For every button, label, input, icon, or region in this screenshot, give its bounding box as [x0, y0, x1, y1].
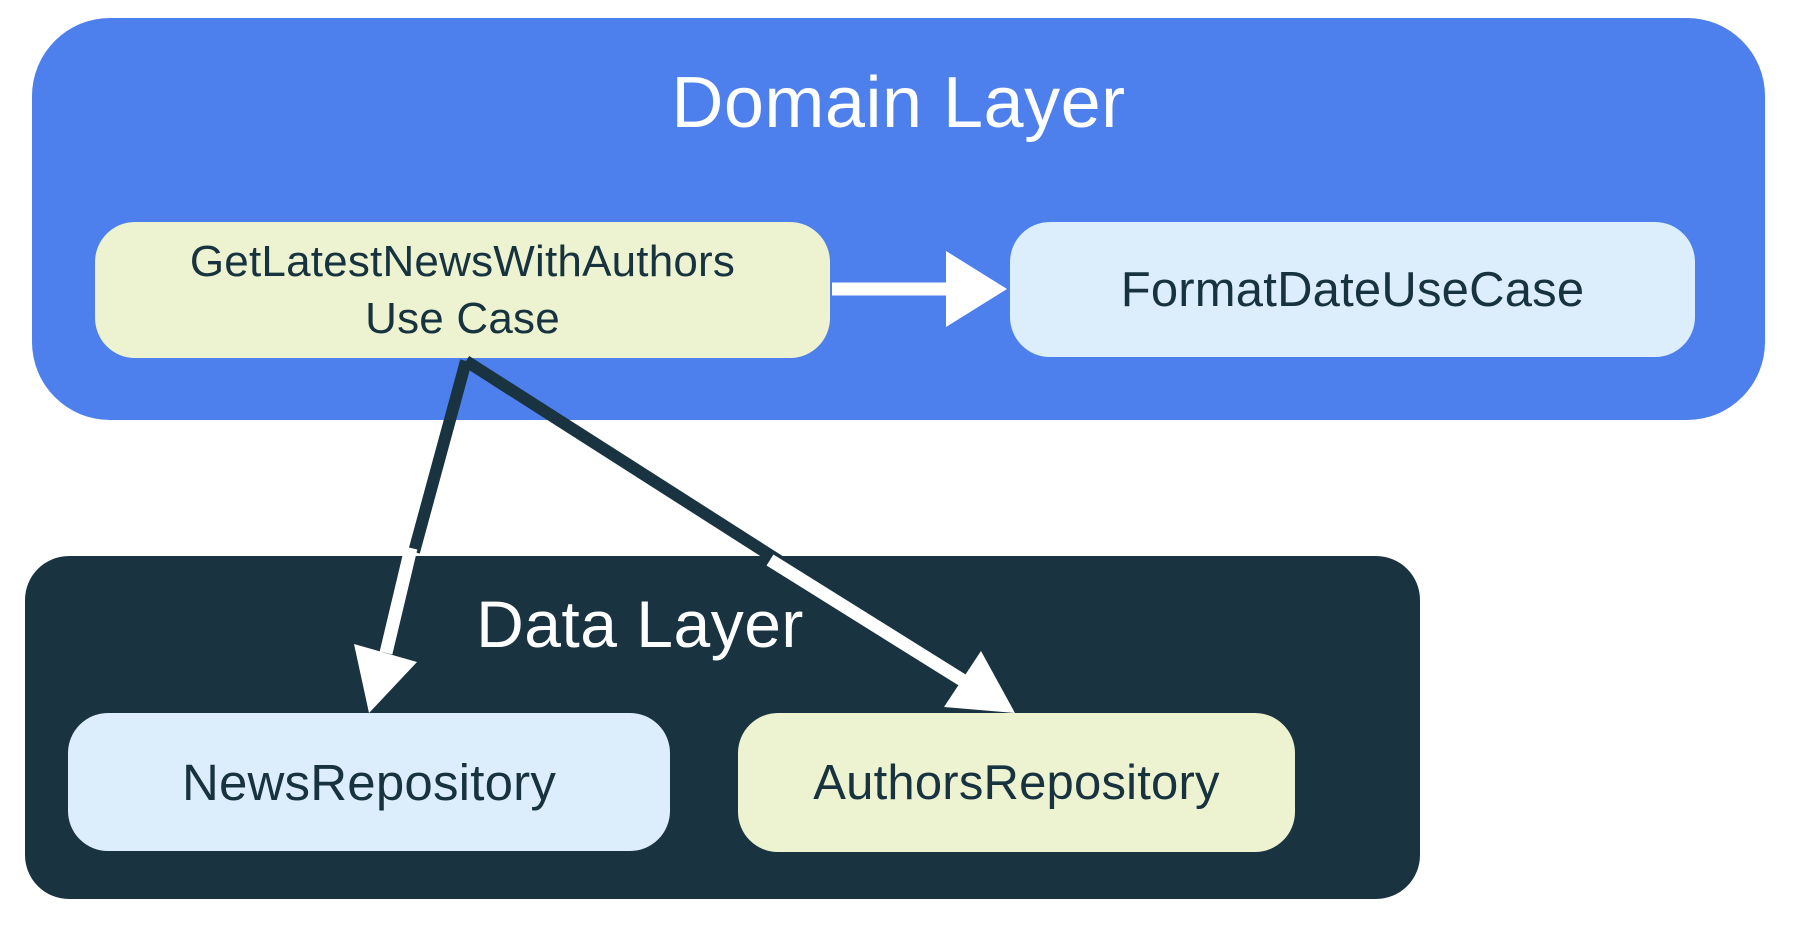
- node-get-latest-news-with-authors-use-case: GetLatestNewsWithAuthors Use Case: [95, 222, 830, 358]
- data-layer-title: Data Layer: [476, 587, 804, 661]
- node-authors-repository: AuthorsRepository: [738, 713, 1295, 852]
- node-get-latest-news-label: GetLatestNewsWithAuthors Use Case: [190, 233, 735, 347]
- node-format-date-use-case: FormatDateUseCase: [1010, 222, 1695, 357]
- node-label-line2: Use Case: [365, 294, 560, 343]
- domain-layer-title: Domain Layer: [671, 63, 1126, 143]
- node-format-date-label: FormatDateUseCase: [1120, 262, 1585, 317]
- node-news-repository: NewsRepository: [68, 713, 670, 851]
- node-authors-repository-label: AuthorsRepository: [813, 755, 1220, 810]
- node-label-line1: GetLatestNewsWithAuthors: [189, 237, 736, 286]
- node-news-repository-label: NewsRepository: [181, 753, 557, 811]
